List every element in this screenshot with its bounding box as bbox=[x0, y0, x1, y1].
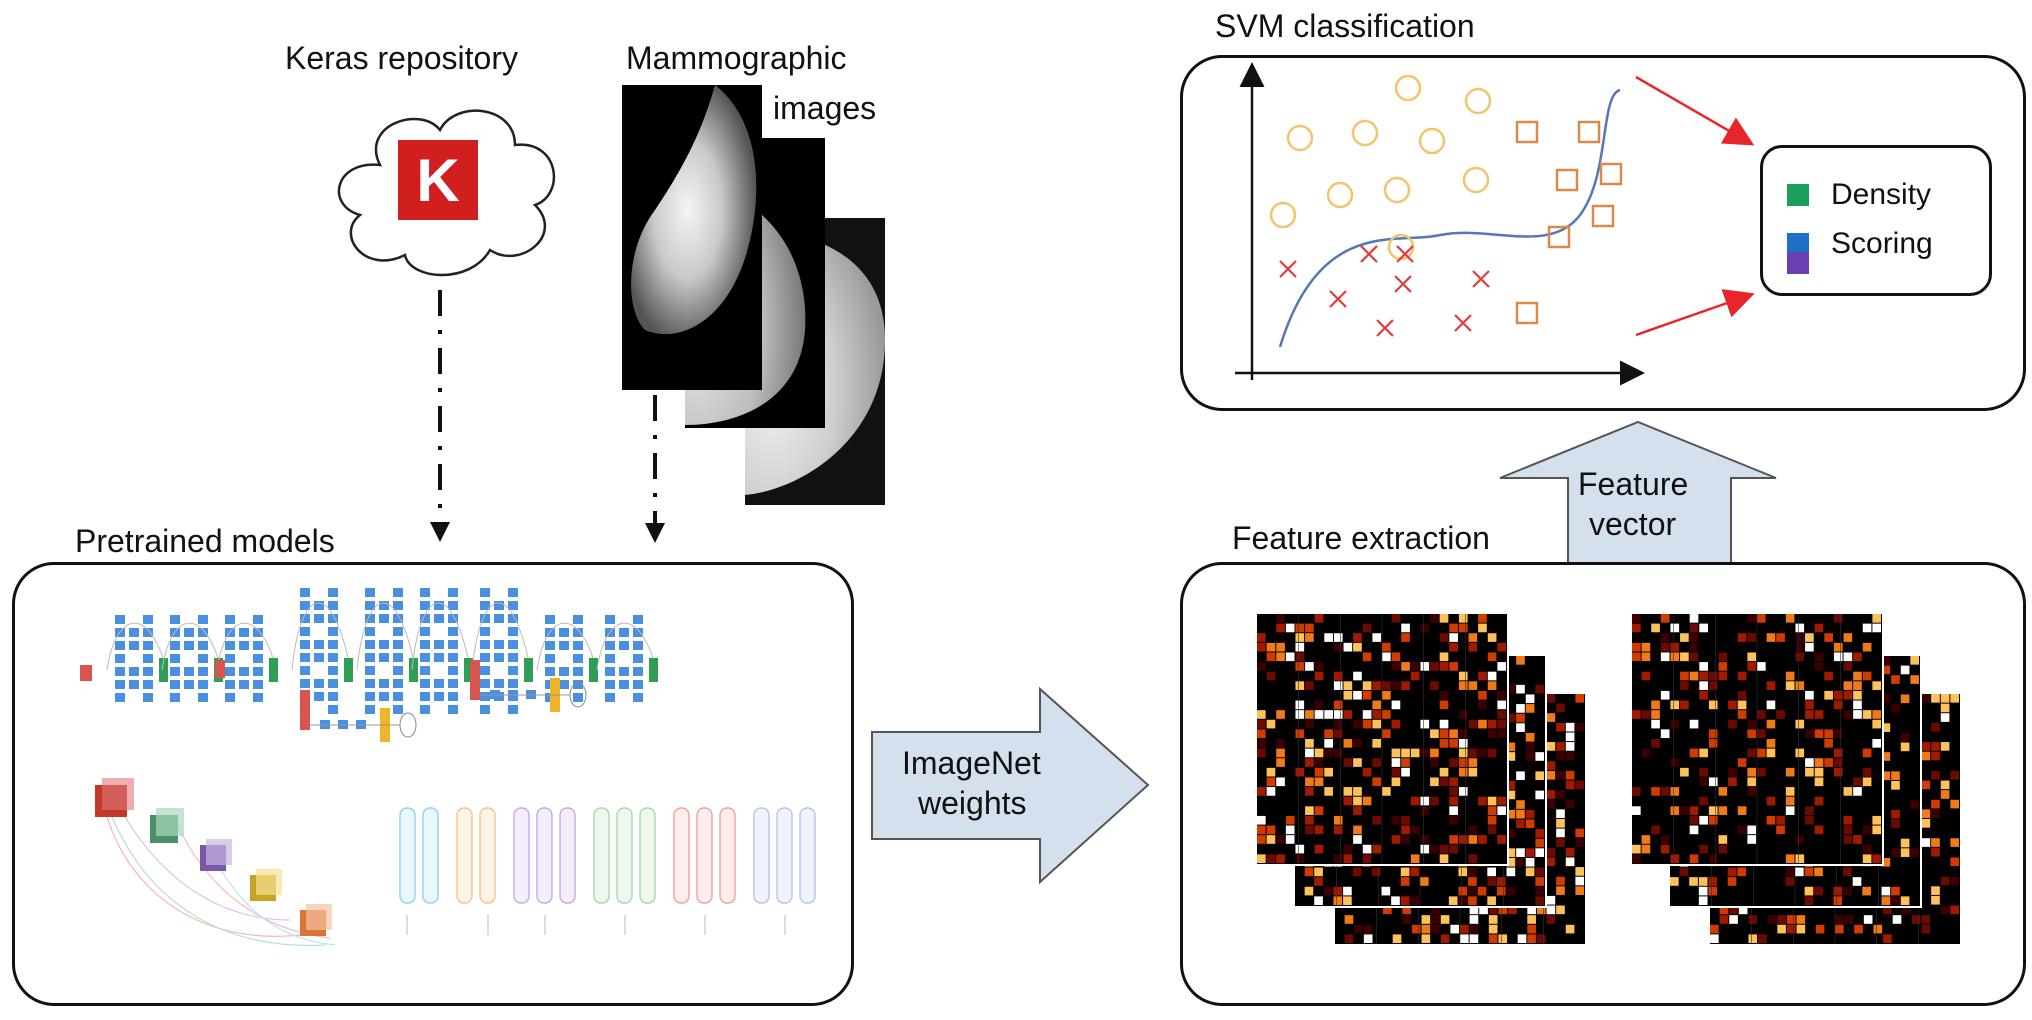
svm-circle-point bbox=[1286, 124, 1314, 152]
svm-cross-point bbox=[1472, 270, 1490, 288]
pretrained-models-label: Pretrained models bbox=[75, 523, 335, 559]
svm-circle-point bbox=[1394, 74, 1422, 102]
svm-decision-boundary bbox=[1278, 88, 1621, 348]
svm-output-arrow-bottom bbox=[1635, 289, 1755, 337]
feature-label: Feature bbox=[1578, 466, 1689, 502]
legend-swatch-density bbox=[1787, 184, 1809, 206]
svm-square-point bbox=[1515, 120, 1539, 144]
inception-network-diagram bbox=[80, 588, 658, 742]
svm-cross-point bbox=[1454, 314, 1472, 332]
svm-classification-label: SVM classification bbox=[1215, 8, 1475, 44]
images-label: images bbox=[773, 90, 877, 126]
svm-circle-point bbox=[1326, 181, 1354, 209]
legend-label-scoring: Scoring bbox=[1831, 227, 1933, 260]
svm-cross-point bbox=[1376, 319, 1394, 337]
svm-circle-point bbox=[1418, 127, 1446, 155]
svm-cross-point bbox=[1279, 260, 1297, 278]
svm-cross-point bbox=[1394, 275, 1412, 293]
svm-circle-point bbox=[1383, 176, 1411, 204]
svm-circle-point bbox=[1462, 166, 1490, 194]
vector-label: vector bbox=[1589, 506, 1677, 542]
svm-cross-point bbox=[1329, 290, 1347, 308]
densenet-diagram bbox=[95, 778, 336, 947]
legend-item-density: Density bbox=[1787, 178, 1931, 212]
weights-label: weights bbox=[918, 785, 1027, 821]
feature-maps-group-1 bbox=[1255, 612, 1587, 946]
legend-swatch-scoring bbox=[1787, 233, 1809, 255]
svm-cross-point bbox=[1360, 245, 1378, 263]
svm-square-point bbox=[1577, 120, 1601, 144]
svm-plot bbox=[1235, 62, 1755, 386]
svm-square-point bbox=[1599, 162, 1623, 186]
svm-circle-point bbox=[1351, 119, 1379, 147]
svm-square-point bbox=[1555, 168, 1579, 192]
svm-square-point bbox=[1591, 204, 1615, 228]
mammogram-stack bbox=[622, 85, 885, 505]
feature-extraction-label: Feature extraction bbox=[1232, 520, 1490, 556]
svm-output-arrow-top bbox=[1635, 75, 1755, 146]
svm-square-point bbox=[1515, 301, 1539, 325]
class-legend: Density Scoring bbox=[1760, 145, 1992, 296]
svm-circle-point bbox=[1269, 201, 1297, 229]
feature-vector-arrow bbox=[1499, 420, 1777, 564]
svm-square-point bbox=[1547, 225, 1571, 249]
keras-to-models-arrow bbox=[430, 290, 450, 542]
legend-swatch-purple bbox=[1787, 252, 1809, 274]
keras-logo-letter: K bbox=[416, 146, 460, 214]
imagenet-weights-arrow bbox=[871, 686, 1150, 885]
keras-logo: K bbox=[398, 140, 478, 220]
images-to-models-arrow bbox=[645, 395, 665, 543]
mammographic-label: Mammographic bbox=[626, 40, 847, 76]
legend-label-density: Density bbox=[1831, 178, 1932, 211]
feature-maps-group-2 bbox=[1630, 612, 1962, 946]
svm-circle-point bbox=[1464, 87, 1492, 115]
keras-repository-label: Keras repository bbox=[285, 40, 518, 76]
legend-item-scoring: Scoring bbox=[1787, 227, 1933, 261]
vgg-diagram bbox=[399, 807, 816, 935]
svm-cross-point bbox=[1396, 245, 1414, 263]
imagenet-label: ImageNet bbox=[902, 745, 1041, 781]
